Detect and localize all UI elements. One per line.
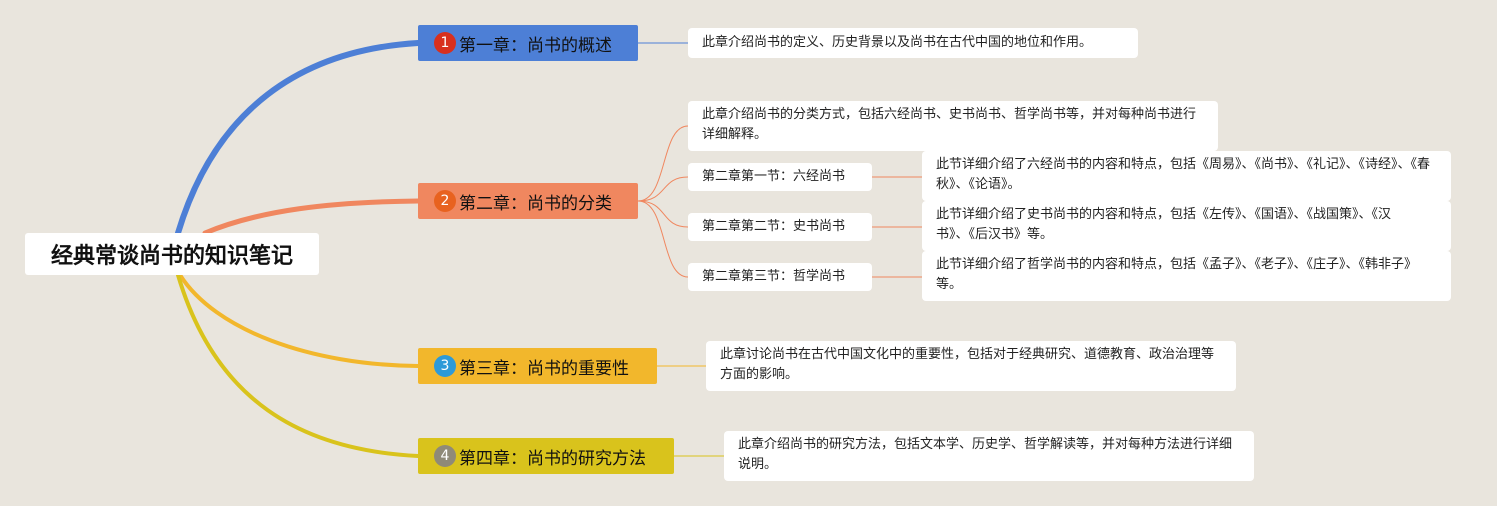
section-2-1-topic[interactable]: 第二章第一节：六经尚书	[688, 163, 872, 191]
number-badge-1-icon: 1	[434, 32, 456, 54]
chapter-2-label: 第二章：尚书的分类	[459, 193, 612, 214]
branch-line-chapter-1	[175, 40, 421, 236]
chapter-4-label: 第四章：尚书的研究方法	[459, 448, 646, 469]
branch-line-chapter-2	[202, 198, 421, 236]
section-2-2-note[interactable]: 此节详细介绍了史书尚书的内容和特点，包括《左传》、《国语》、《战国策》、《汉书》…	[922, 201, 1451, 251]
section-2-1-note[interactable]: 此节详细介绍了六经尚书的内容和特点，包括《周易》、《尚书》、《礼记》、《诗经》、…	[922, 151, 1451, 201]
chapter-4-note[interactable]: 此章介绍尚书的研究方法，包括文本学、历史学、哲学解读等，并对每种方法进行详细说明…	[724, 431, 1254, 481]
section-2-3-note[interactable]: 此节详细介绍了哲学尚书的内容和特点，包括《孟子》、《老子》、《庄子》、《韩非子》…	[922, 251, 1451, 301]
section-2-3-topic[interactable]: 第二章第三节：哲学尚书	[688, 263, 872, 291]
section-2-2-topic[interactable]: 第二章第二节：史书尚书	[688, 213, 872, 241]
number-badge-2-icon: 2	[434, 190, 456, 212]
section-line-2	[637, 200, 689, 228]
number-badge-4-icon: 4	[434, 445, 456, 467]
chapter-1-topic[interactable]: 1 第一章：尚书的概述	[418, 25, 638, 61]
note-line-chapter-2	[637, 125, 689, 202]
chapter-2-note[interactable]: 此章介绍尚书的分类方式，包括六经尚书、史书尚书、哲学尚书等，并对每种尚书进行详细…	[688, 101, 1218, 151]
chapter-1-label: 第一章：尚书的概述	[459, 35, 612, 56]
chapter-3-topic[interactable]: 3 第三章：尚书的重要性	[418, 348, 657, 384]
section-line-3	[637, 200, 689, 278]
chapter-1-note[interactable]: 此章介绍尚书的定义、历史背景以及尚书在古代中国的地位和作用。	[688, 28, 1138, 58]
number-badge-3-icon: 3	[434, 355, 456, 377]
chapter-3-note[interactable]: 此章讨论尚书在古代中国文化中的重要性，包括对于经典研究、道德教育、政治治理等方面…	[706, 341, 1236, 391]
branch-line-chapter-4	[176, 273, 420, 458]
section-line-1	[637, 176, 689, 202]
chapter-4-topic[interactable]: 4 第四章：尚书的研究方法	[418, 438, 674, 474]
branch-line-chapter-3	[178, 273, 420, 368]
chapter-3-label: 第三章：尚书的重要性	[459, 358, 629, 379]
chapter-2-topic[interactable]: 2 第二章：尚书的分类	[418, 183, 638, 219]
root-topic[interactable]: 经典常谈尚书的知识笔记	[25, 233, 319, 275]
